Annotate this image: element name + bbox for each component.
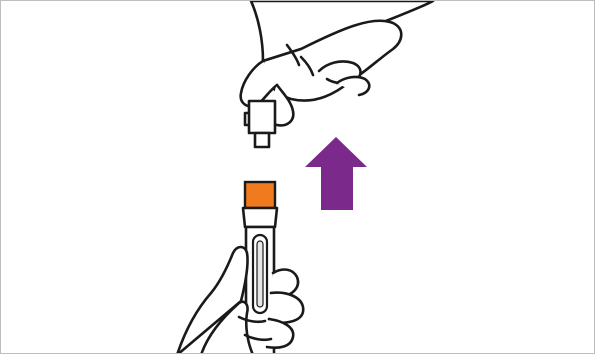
hand-holding-pen-icon — [177, 247, 303, 354]
arrow-up-icon — [305, 137, 367, 210]
needle-shield-icon — [245, 182, 275, 208]
pen-cap-icon — [245, 101, 275, 147]
